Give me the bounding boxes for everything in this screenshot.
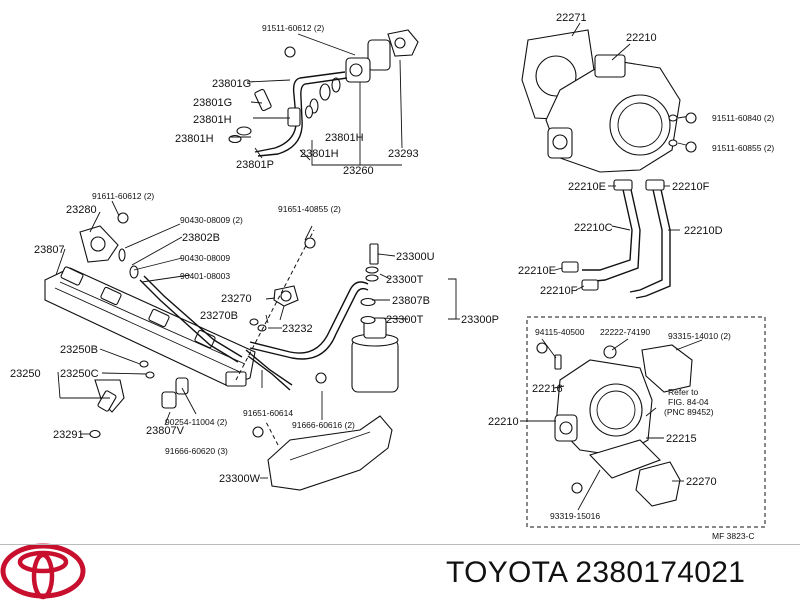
svg-text:91651-40855 (2): 91651-40855 (2) xyxy=(278,204,341,214)
part-label: 22215 xyxy=(666,433,697,445)
footer-caption: TOYOTA 2380174021 xyxy=(446,556,745,590)
part-label: 23300U xyxy=(396,251,435,263)
part-label: 23270 xyxy=(221,293,252,305)
fastener-symbols xyxy=(117,46,697,494)
fuel-rail-assembly xyxy=(44,200,256,439)
part-label: 23270B xyxy=(200,310,238,322)
part-label: 23250B xyxy=(60,344,98,356)
part-label: 23801H xyxy=(325,132,364,144)
part-label: 23300T xyxy=(386,314,424,326)
part-qty: (2) xyxy=(217,417,228,427)
part-label: 23260 xyxy=(343,165,374,177)
throttle-body-detail-box xyxy=(520,316,766,528)
part-label: 23300W xyxy=(219,473,261,485)
refer-note-line: (PNC 89452) xyxy=(664,407,714,417)
svg-text:91666-60620 (3): 91666-60620 (3) xyxy=(165,446,228,456)
part-qty: (2) xyxy=(144,191,155,201)
part-qty: (2) xyxy=(764,143,775,153)
refer-note-line: FIG. 84-04 xyxy=(668,397,709,407)
part-label: 22270 xyxy=(686,476,717,488)
part-label: 23801G xyxy=(193,97,232,109)
part-label: 93315-14010 xyxy=(668,331,718,341)
part-label: 91651-40855 xyxy=(278,204,328,214)
part-label: 91611-60612 xyxy=(92,191,142,201)
svg-text:91666-60616 (2): 91666-60616 (2) xyxy=(292,420,355,430)
part-qty: (2) xyxy=(330,204,341,214)
part-label: 22210F xyxy=(672,181,710,193)
svg-text:90254-11004 (2): 90254-11004 (2) xyxy=(165,417,227,427)
part-label: 91511-60855 xyxy=(712,143,762,153)
part-label: 22210 xyxy=(626,32,657,44)
part-qty: (2) xyxy=(344,420,355,430)
brand-name: TOYOTA xyxy=(446,556,567,589)
part-qty: (2) xyxy=(720,331,731,341)
part-label: 90430-08009 xyxy=(180,253,230,263)
part-label: 23807B xyxy=(392,295,430,307)
part-label: 22210F xyxy=(540,285,578,297)
part-label: 23232 xyxy=(282,323,313,335)
toyota-logo xyxy=(0,543,86,600)
part-label: 23807V xyxy=(146,425,185,437)
part-label: 90401-08003 xyxy=(180,271,230,281)
part-label: 90254-11004 xyxy=(165,417,215,427)
part-label: 23300T xyxy=(386,274,424,286)
part-label: 91651-60614 xyxy=(243,408,293,418)
refer-note-line: Refer to xyxy=(668,387,699,397)
part-qty: (3) xyxy=(217,446,228,456)
part-label: 23801H xyxy=(175,133,214,145)
part-label: 23801G xyxy=(212,78,251,90)
svg-text:90430-08009 (2): 90430-08009 (2) xyxy=(180,215,243,225)
part-label: 22210D xyxy=(684,225,723,237)
part-labels: 91511-60612 (2) 23801G 23801G 23801H 238… xyxy=(10,12,774,541)
part-label: 22210C xyxy=(574,222,613,234)
part-label: 22222-74190 xyxy=(600,327,650,337)
part-label: 23280 xyxy=(66,204,97,216)
footer-divider xyxy=(0,544,800,545)
part-label: 23801P xyxy=(236,159,274,171)
part-label: 90430-08009 xyxy=(180,215,230,225)
part-qty: (2) xyxy=(232,215,243,225)
part-qty: (2) xyxy=(314,23,325,33)
throttle-body-assembly xyxy=(521,22,691,299)
part-qty: (2) xyxy=(764,113,775,123)
part-label: 22216 xyxy=(532,383,563,395)
part-label: 22210E xyxy=(518,265,556,277)
part-label: 23801H xyxy=(300,148,339,160)
part-label: 94115-40500 xyxy=(535,327,585,337)
diagram-code: MF 3823-C xyxy=(712,531,755,541)
part-label: 93319-15016 xyxy=(550,511,600,521)
fuel-filter-assembly xyxy=(235,225,460,491)
svg-text:91511-60855 (2): 91511-60855 (2) xyxy=(712,143,774,153)
part-label: 91511-60612 xyxy=(262,23,312,33)
part-number: 2380174021 xyxy=(575,556,746,589)
part-label: 23250C xyxy=(60,368,99,380)
part-label: 23801H xyxy=(193,114,232,126)
part-label: 23291 xyxy=(53,429,84,441)
part-label: 91666-60620 xyxy=(165,446,215,456)
part-label: 22271 xyxy=(556,12,587,24)
svg-text:91611-60612 (2): 91611-60612 (2) xyxy=(92,191,154,201)
part-label: 91511-60840 xyxy=(712,113,762,123)
svg-text:91511-60840 (2): 91511-60840 (2) xyxy=(712,113,774,123)
part-label: 23250 xyxy=(10,368,41,380)
part-label: 23802B xyxy=(182,232,220,244)
part-label: 22210 xyxy=(488,416,519,428)
part-label: 23300P xyxy=(461,314,499,326)
part-label: 23293 xyxy=(388,148,419,160)
part-label: 91666-60616 xyxy=(292,420,342,430)
pressure-regulator-assembly xyxy=(228,29,419,166)
svg-text:91511-60612 (2): 91511-60612 (2) xyxy=(262,23,324,33)
part-label: 22210E xyxy=(568,181,606,193)
part-label: 23807 xyxy=(34,244,65,256)
svg-text:93315-14010 (2): 93315-14010 (2) xyxy=(668,331,731,341)
